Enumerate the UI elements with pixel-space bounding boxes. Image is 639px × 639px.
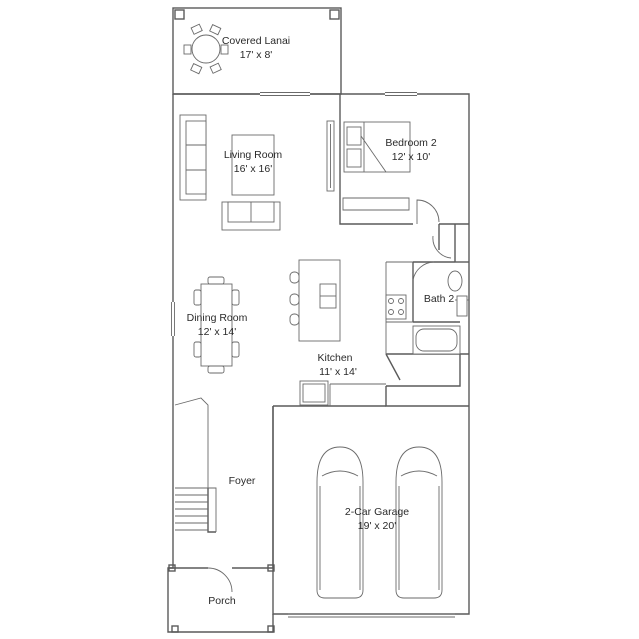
dining-chairs <box>193 276 240 374</box>
dining-table <box>200 283 233 367</box>
windows <box>170 91 417 336</box>
dining-name: Dining Room <box>187 312 248 324</box>
kitchen-size: 11' x 14' <box>319 366 357 378</box>
car-left <box>316 446 364 599</box>
bed <box>343 121 411 173</box>
bath2-name: Bath 2 <box>424 293 455 305</box>
bedroom2-size: 12' x 10' <box>392 151 430 163</box>
toilet <box>447 270 468 317</box>
fridge <box>299 380 329 406</box>
dining-room: Dining Room 12' x 14' <box>187 276 248 374</box>
kitchen: Kitchen 11' x 14' <box>289 259 413 406</box>
lanai-chairs <box>183 23 229 75</box>
porch: Porch <box>168 564 275 633</box>
range <box>385 294 407 320</box>
lanai-size: 17' x 8' <box>240 49 273 61</box>
garage-name: 2-Car Garage <box>345 506 409 518</box>
bathtub <box>412 325 461 355</box>
bedroom-2: Bedroom 2 12' x 10' <box>343 121 437 173</box>
foyer: Foyer <box>175 475 256 532</box>
living-size: 16' x 16' <box>234 163 272 175</box>
dining-size: 12' x 14' <box>198 326 236 338</box>
coffee-table <box>231 134 275 196</box>
porch-name: Porch <box>208 595 236 607</box>
garage: 2-Car Garage 19' x 20' <box>288 446 455 618</box>
car-right <box>395 446 443 599</box>
sofa-bottom <box>221 201 281 231</box>
living-room: Living Room 16' x 16' <box>179 114 335 231</box>
stairs <box>175 487 217 532</box>
island-stools <box>289 271 300 326</box>
bath-2: Bath 2 <box>412 270 468 355</box>
garage-size: 19' x 20' <box>358 520 396 532</box>
kitchen-name: Kitchen <box>317 352 352 364</box>
lanai-name: Covered Lanai <box>222 35 290 47</box>
foyer-name: Foyer <box>229 475 256 487</box>
living-name: Living Room <box>224 149 283 161</box>
sofa-left <box>179 114 207 201</box>
lanai: Covered Lanai 17' x 8' <box>172 7 342 95</box>
lanai-table <box>191 34 221 64</box>
bedroom2-name: Bedroom 2 <box>385 137 437 149</box>
